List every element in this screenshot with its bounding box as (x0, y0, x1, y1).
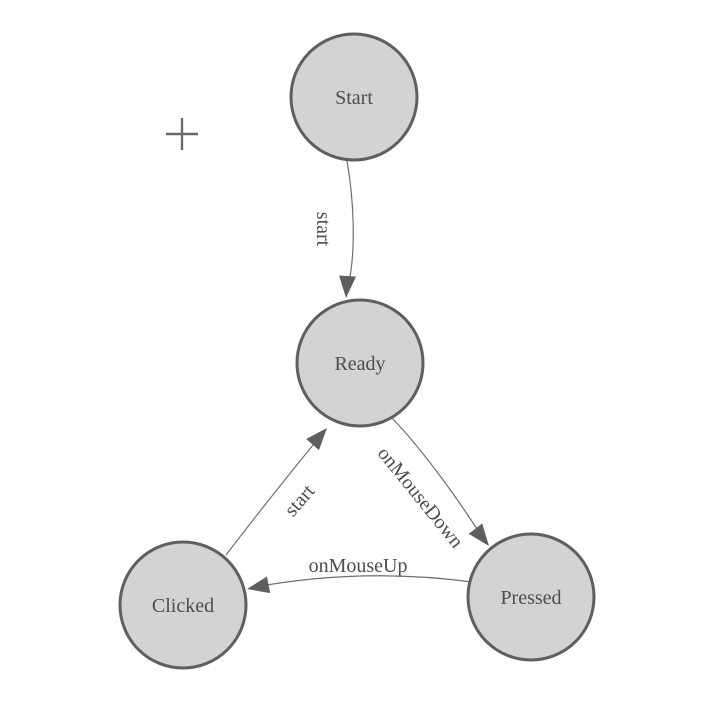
arrowhead-icon (306, 428, 327, 451)
arrowhead-icon (468, 523, 489, 546)
transition-label: start (280, 480, 319, 521)
state-node-ready[interactable]: Ready (295, 298, 425, 428)
arrowhead-icon (247, 576, 271, 594)
state-circle-pressed[interactable] (466, 532, 596, 662)
transition-pressed-to-clicked[interactable]: onMouseUp (245, 555, 473, 597)
state-node-start[interactable]: Start (289, 32, 419, 162)
state-node-pressed[interactable]: Pressed (466, 532, 596, 662)
state-label-pressed: Pressed (500, 587, 561, 609)
state-label-clicked: Clicked (152, 595, 214, 617)
state-circle-start[interactable] (289, 32, 419, 162)
state-circle-clicked[interactable] (118, 540, 248, 670)
transition-label: onMouseDown (373, 443, 468, 553)
plus-crosshair-icon (166, 118, 198, 150)
state-label-start: Start (335, 87, 373, 109)
transition-ready-to-pressed[interactable]: onMouseDown (373, 416, 496, 553)
state-circle-ready[interactable] (295, 298, 425, 428)
transition-clicked-to-ready[interactable]: start (225, 422, 333, 556)
arrowhead-icon (339, 275, 357, 298)
transition-start-to-ready[interactable]: start (312, 160, 357, 299)
transition-label: onMouseUp (309, 555, 408, 577)
state-node-clicked[interactable]: Clicked (118, 540, 248, 670)
transition-label: start (312, 212, 334, 247)
state-label-ready: Ready (334, 353, 385, 375)
